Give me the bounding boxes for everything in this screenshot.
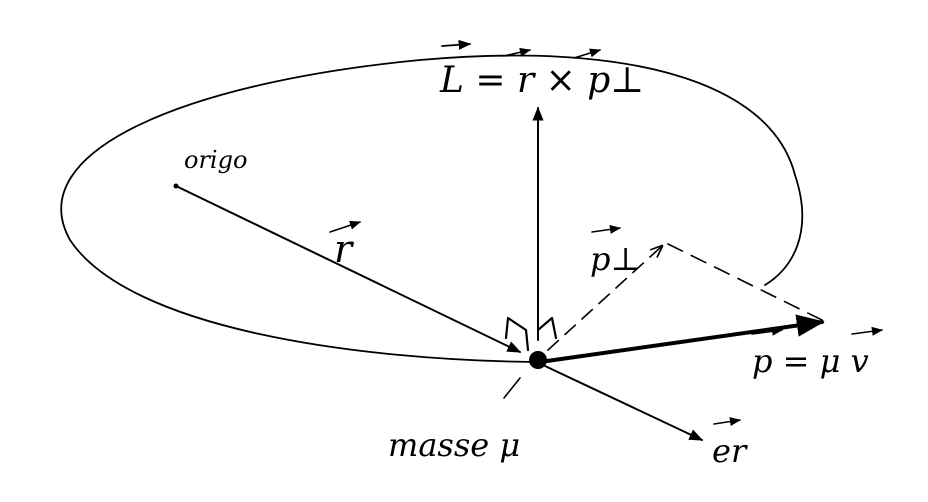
unit-vector-arrow xyxy=(544,365,704,441)
momentum-label: p = μ v xyxy=(752,342,869,380)
perpendicular-momentum-label: p⊥ xyxy=(590,240,641,278)
origin-label: origo xyxy=(184,146,247,174)
r-vector-mark xyxy=(329,220,362,233)
p-vector-mark xyxy=(751,326,784,336)
er-vector-mark xyxy=(713,417,742,426)
pperp-vector-mark xyxy=(591,224,622,234)
dashed-extension-below xyxy=(503,377,521,399)
v-vector-mark xyxy=(851,326,884,336)
projection-line xyxy=(667,243,823,321)
mass-point xyxy=(529,351,547,369)
right-angle-marker-right xyxy=(536,316,558,340)
p-vector-mark-in-L xyxy=(573,48,602,59)
mass-label: masse μ xyxy=(388,426,520,464)
origin-point xyxy=(173,183,179,189)
right-angle-marker-left xyxy=(504,316,530,352)
unit-vector-label: er xyxy=(712,432,748,470)
L-vector-mark xyxy=(441,39,472,50)
position-vector-arrow xyxy=(175,185,522,353)
angular-momentum-label: L = r × p⊥ xyxy=(439,60,644,101)
r-vector-mark-in-L xyxy=(503,47,532,57)
position-vector-label: r xyxy=(334,227,355,271)
dashed-extension-back xyxy=(547,246,662,351)
orbit-curve xyxy=(60,54,804,363)
